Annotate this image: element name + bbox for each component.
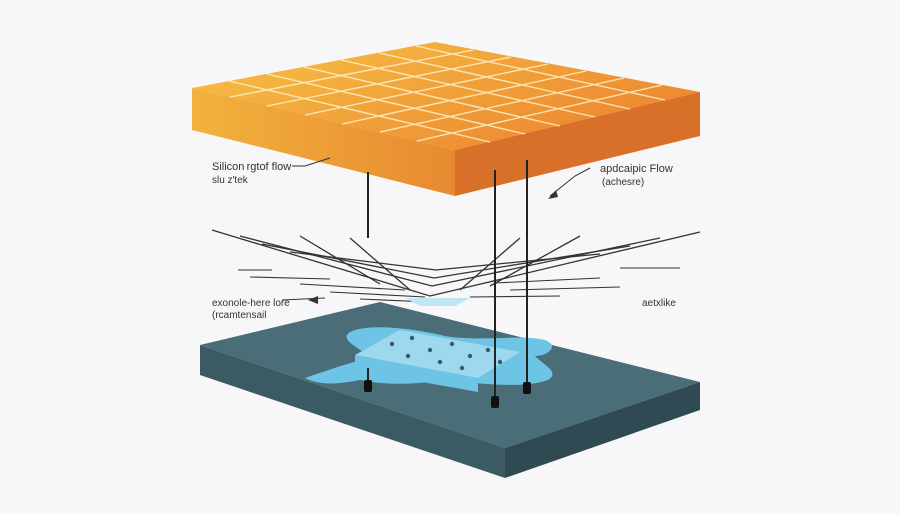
water-pool (305, 327, 553, 392)
arrow-down-left-icon (548, 190, 558, 199)
connector-rods (367, 160, 528, 402)
mesh-layers (211, 229, 701, 306)
label-top-left-title: Silicon rgtof flow (212, 161, 291, 173)
water-block-top (355, 330, 520, 378)
solar-panel-front (192, 88, 455, 196)
label-mid-left-sub: (rcamtensail (212, 310, 266, 321)
mesh-outline (211, 229, 701, 297)
label-top-left-sub: slu z′tek (212, 175, 249, 186)
mesh-glow (405, 298, 470, 306)
base-slab (200, 302, 700, 478)
base-slab-front (200, 345, 505, 478)
label-mid-left-title: exonole-here lore (212, 298, 290, 309)
arrow-left-icon (308, 296, 318, 304)
solar-panel (192, 42, 700, 196)
solar-panel-grid (228, 45, 666, 143)
label-top-right-title: apdcaipic Flow (600, 163, 673, 175)
base-slab-side (505, 382, 700, 478)
rod-tips (364, 380, 531, 408)
callout-top-right-line (549, 167, 591, 197)
solar-panel-top (192, 42, 700, 150)
label-mid-right: aetxlike (642, 298, 676, 309)
flow-streaks (238, 267, 680, 303)
solar-panel-side (455, 92, 700, 196)
water-dots (389, 335, 503, 371)
water-block-front (355, 355, 478, 392)
label-top-right-sub: (achesre) (602, 177, 644, 188)
callout-top-left-line (292, 157, 331, 167)
